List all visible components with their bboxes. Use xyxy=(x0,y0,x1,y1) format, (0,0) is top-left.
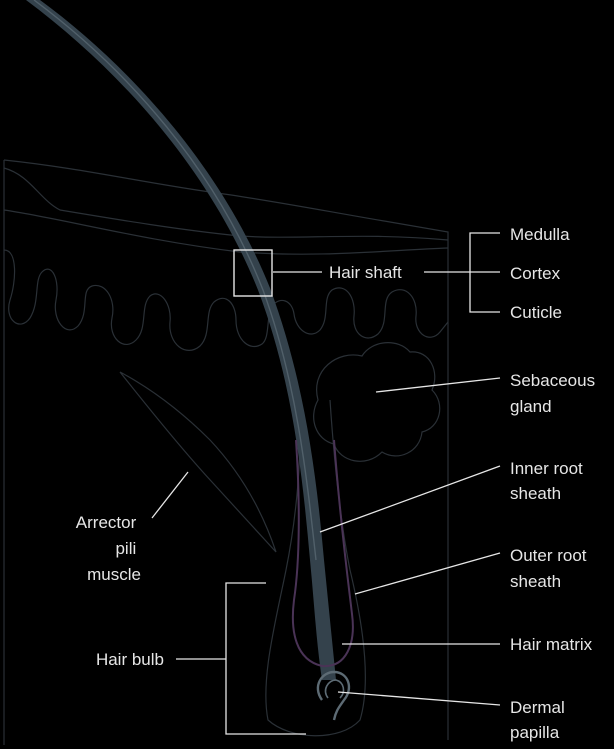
dermal-papilla-label: Dermal papilla xyxy=(510,698,570,742)
shaft-layers-bracket xyxy=(469,232,500,313)
arrector-pili-label-line2: pili xyxy=(115,539,136,558)
arrector-pili-label-line3: muscle xyxy=(87,565,141,584)
dermal-epidermal-junction xyxy=(3,249,449,351)
dermal-papilla-label-line2: papilla xyxy=(510,723,560,742)
dermal-papilla-leader xyxy=(337,691,501,706)
sebaceous-gland-leader xyxy=(375,377,501,393)
medulla-label: Medulla xyxy=(510,225,570,244)
outer-root-sheath-leader xyxy=(354,552,501,595)
hair-matrix-label: Hair matrix xyxy=(510,635,593,654)
hair-shaft-body xyxy=(26,0,336,680)
leader-lines xyxy=(151,232,501,735)
arrector-pili-muscle-shape xyxy=(119,371,277,553)
outer-root-sheath-label-line2: sheath xyxy=(510,572,561,591)
follicle-outer-boundary xyxy=(265,399,367,737)
inner-root-sheath-label-line1: Inner root xyxy=(510,459,583,478)
hair-shaft-inspection-box xyxy=(233,249,273,297)
epidermis-lower-boundary xyxy=(3,167,449,241)
hair-bulb-label: Hair bulb xyxy=(96,650,164,669)
sebaceous-gland-shape xyxy=(313,342,441,462)
sebaceous-gland-label-line1: Sebaceous xyxy=(510,371,595,390)
labels: Hair shaft Medulla Cortex Cuticle Sebace… xyxy=(76,225,600,742)
dermal-papilla-label-line1: Dermal xyxy=(510,698,565,717)
inner-root-sheath-label: Inner root sheath xyxy=(510,459,588,503)
outer-root-sheath-label: Outer root sheath xyxy=(510,546,591,591)
arrector-pili-label-line1: Arrector xyxy=(76,513,137,532)
sebaceous-gland-label-line2: gland xyxy=(510,397,552,416)
hair-bulb-bracket xyxy=(225,582,306,735)
sebaceous-gland-label: Sebaceous gland xyxy=(510,371,600,416)
arrector-pili-leader xyxy=(151,471,189,519)
cortex-label: Cortex xyxy=(510,264,561,283)
hair-shaft-label: Hair shaft xyxy=(329,263,402,282)
outer-root-sheath-label-line1: Outer root xyxy=(510,546,587,565)
arrector-pili-muscle-label: Arrector pili muscle xyxy=(76,513,141,584)
inner-root-sheath-shape xyxy=(291,439,354,668)
hair-shaft-highlight xyxy=(33,0,317,561)
epidermis-ridge-line xyxy=(3,209,449,255)
inner-root-sheath-label-line2: sheath xyxy=(510,484,561,503)
inner-root-sheath-leader xyxy=(319,465,501,533)
cuticle-label: Cuticle xyxy=(510,303,562,322)
hair-strand xyxy=(26,0,354,721)
